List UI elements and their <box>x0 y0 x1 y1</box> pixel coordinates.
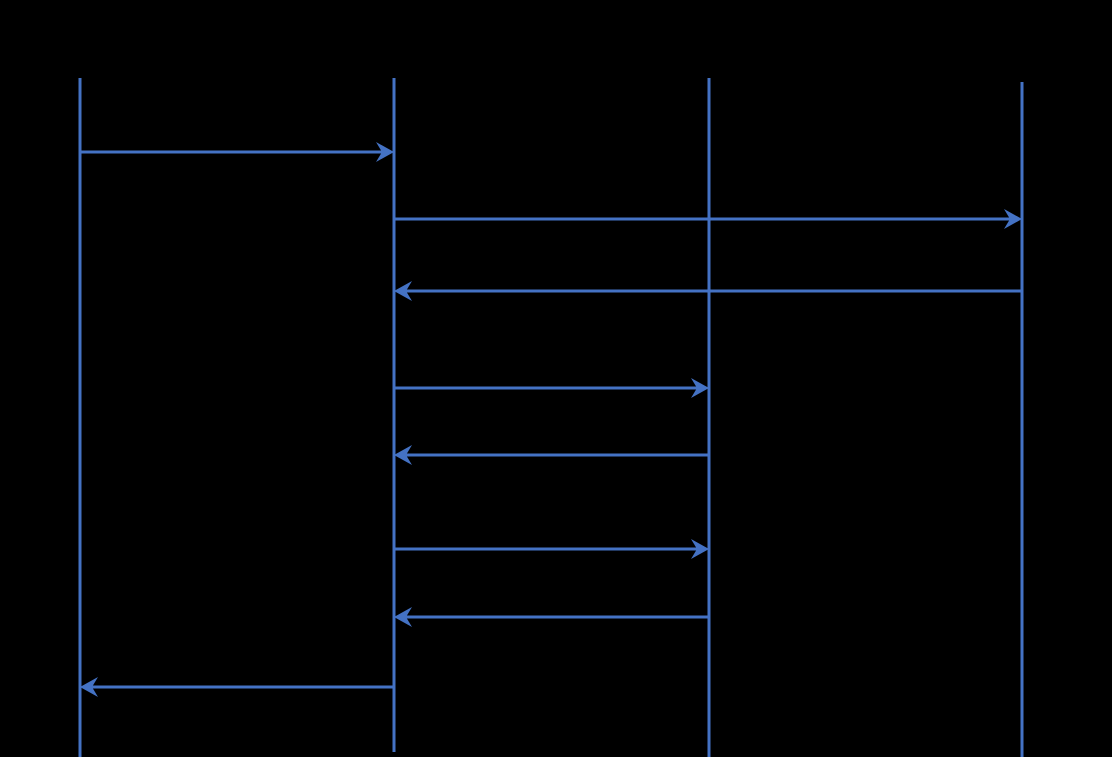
message-4-arrowhead-icon <box>691 378 709 398</box>
message-3-arrowhead-icon <box>394 281 412 301</box>
message-5-arrowhead-icon <box>394 445 412 465</box>
message-8-arrowhead-icon <box>80 677 98 697</box>
message-7-arrowhead-icon <box>394 607 412 627</box>
message-6-arrowhead-icon <box>691 539 709 559</box>
message-1-arrowhead-icon <box>376 142 394 162</box>
message-2-arrowhead-icon <box>1004 209 1022 229</box>
